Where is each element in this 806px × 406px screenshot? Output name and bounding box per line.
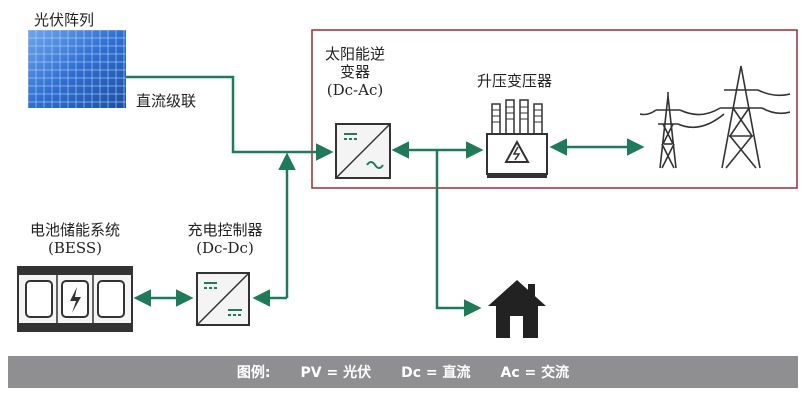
transformer — [484, 98, 550, 180]
charge-controller-icon — [196, 272, 250, 326]
ac-system-boundary — [311, 29, 798, 189]
inverter-label-line2: 变器 — [339, 63, 370, 81]
house — [486, 278, 548, 340]
legend-dc: Dc = 直流 — [401, 365, 471, 381]
inverter — [335, 123, 391, 179]
charge-controller — [196, 272, 250, 326]
pv-dc-line — [125, 75, 334, 161]
house-icon — [488, 280, 546, 338]
charger-label-line2: (Dc-Dc) — [196, 239, 254, 257]
bess — [16, 265, 134, 333]
transmission-towers — [639, 62, 791, 182]
inverter-icon — [335, 123, 391, 179]
house-line — [435, 150, 482, 317]
inverter-label: 太阳能逆 变器 (Dc-Ac) — [318, 45, 392, 99]
bess-label: 电池储能系统 (BESS) — [14, 221, 136, 257]
transformer-label: 升压变压器 — [477, 72, 553, 90]
legend: 图例: PV = 光伏 Dc = 直流 Ac = 交流 — [8, 356, 798, 388]
legend-title: 图例: — [236, 365, 271, 381]
pv-array-label: 光伏阵列 — [34, 11, 95, 29]
transformer-icon — [486, 99, 548, 178]
bess-label-line1: 电池储能系统 — [29, 221, 120, 239]
pv-array — [28, 30, 126, 108]
inverter-label-line3: (Dc-Ac) — [326, 81, 384, 99]
bess-label-line2: (BESS) — [48, 239, 102, 257]
legend-ac: Ac = 交流 — [500, 365, 570, 381]
charger-label: 充电控制器 (Dc-Dc) — [170, 221, 280, 257]
legend-pv: PV = 光伏 — [300, 365, 372, 381]
solar-panel-icon — [28, 30, 126, 108]
inverter-label-line1: 太阳能逆 — [324, 45, 385, 63]
charger-label-line1: 充电控制器 — [187, 221, 263, 239]
dc-link-label: 直流级联 — [136, 92, 197, 110]
transmission-tower-icon — [639, 65, 791, 169]
battery-icon — [17, 266, 133, 332]
